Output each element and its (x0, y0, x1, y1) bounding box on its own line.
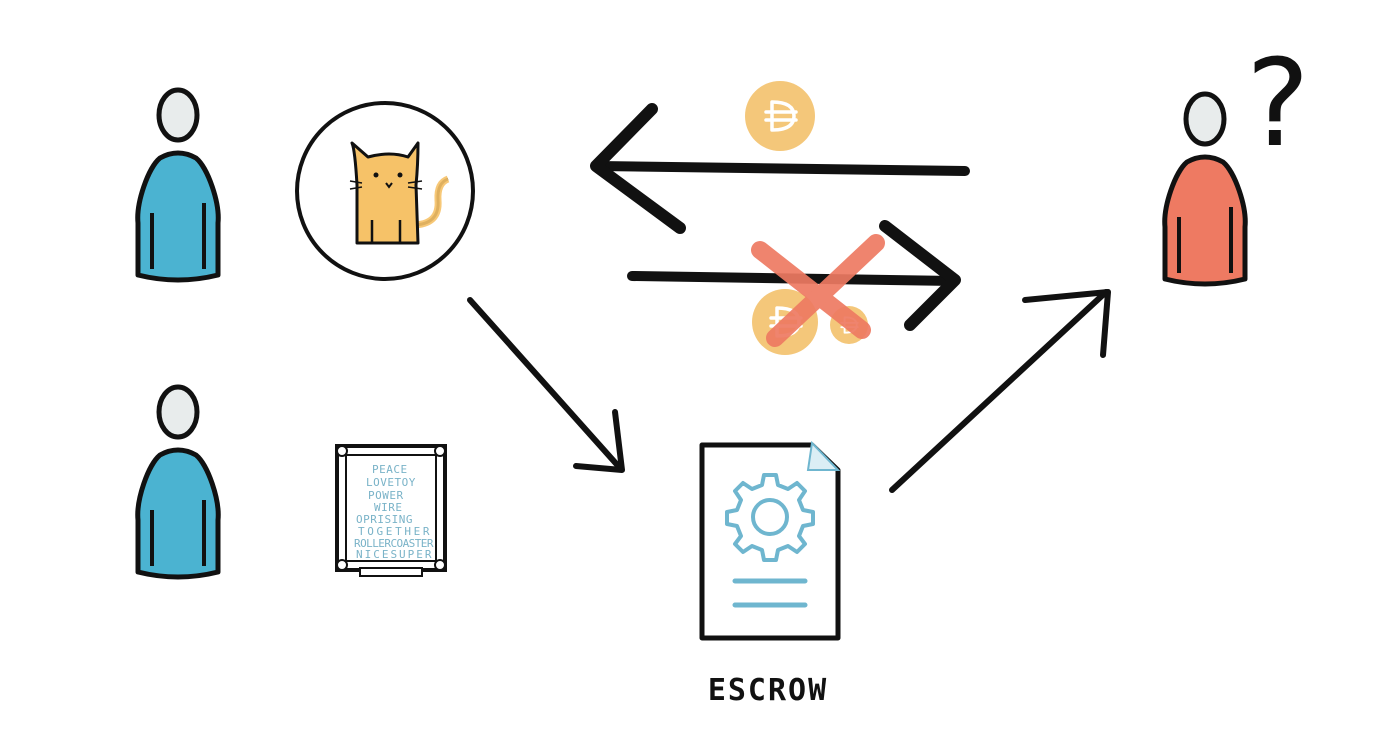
buyer-person-icon (1165, 94, 1245, 284)
seller-top-person-icon (138, 90, 218, 280)
art-word: LOVETOY (366, 476, 416, 489)
escrow-label: ESCROW (708, 673, 828, 708)
payment-arrow-left (590, 103, 970, 234)
cross-icon (751, 234, 885, 347)
art-word: PEACE (372, 463, 408, 476)
art-word: ROLLERCOASTER (354, 537, 434, 550)
art-word: POWER (368, 489, 404, 502)
art-word: WIRE (374, 501, 403, 514)
escrow-contract-icon (699, 440, 841, 641)
art-word: NICESUPER (356, 548, 432, 561)
art-word: OPRISING (356, 513, 413, 526)
question-mark: ? (1246, 35, 1310, 174)
nft-to-escrow-arrow (467, 297, 625, 473)
gear-icon (725, 473, 815, 562)
dai-coin-icon (745, 81, 815, 151)
seller-bottom-person-icon (138, 387, 218, 577)
framed-art-nft-icon: PEACE LOVETOY POWER WIRE OPRISING TOGETH… (335, 444, 447, 577)
escrow-to-buyer-arrow (889, 289, 1111, 493)
cat-nft-icon (295, 101, 475, 281)
